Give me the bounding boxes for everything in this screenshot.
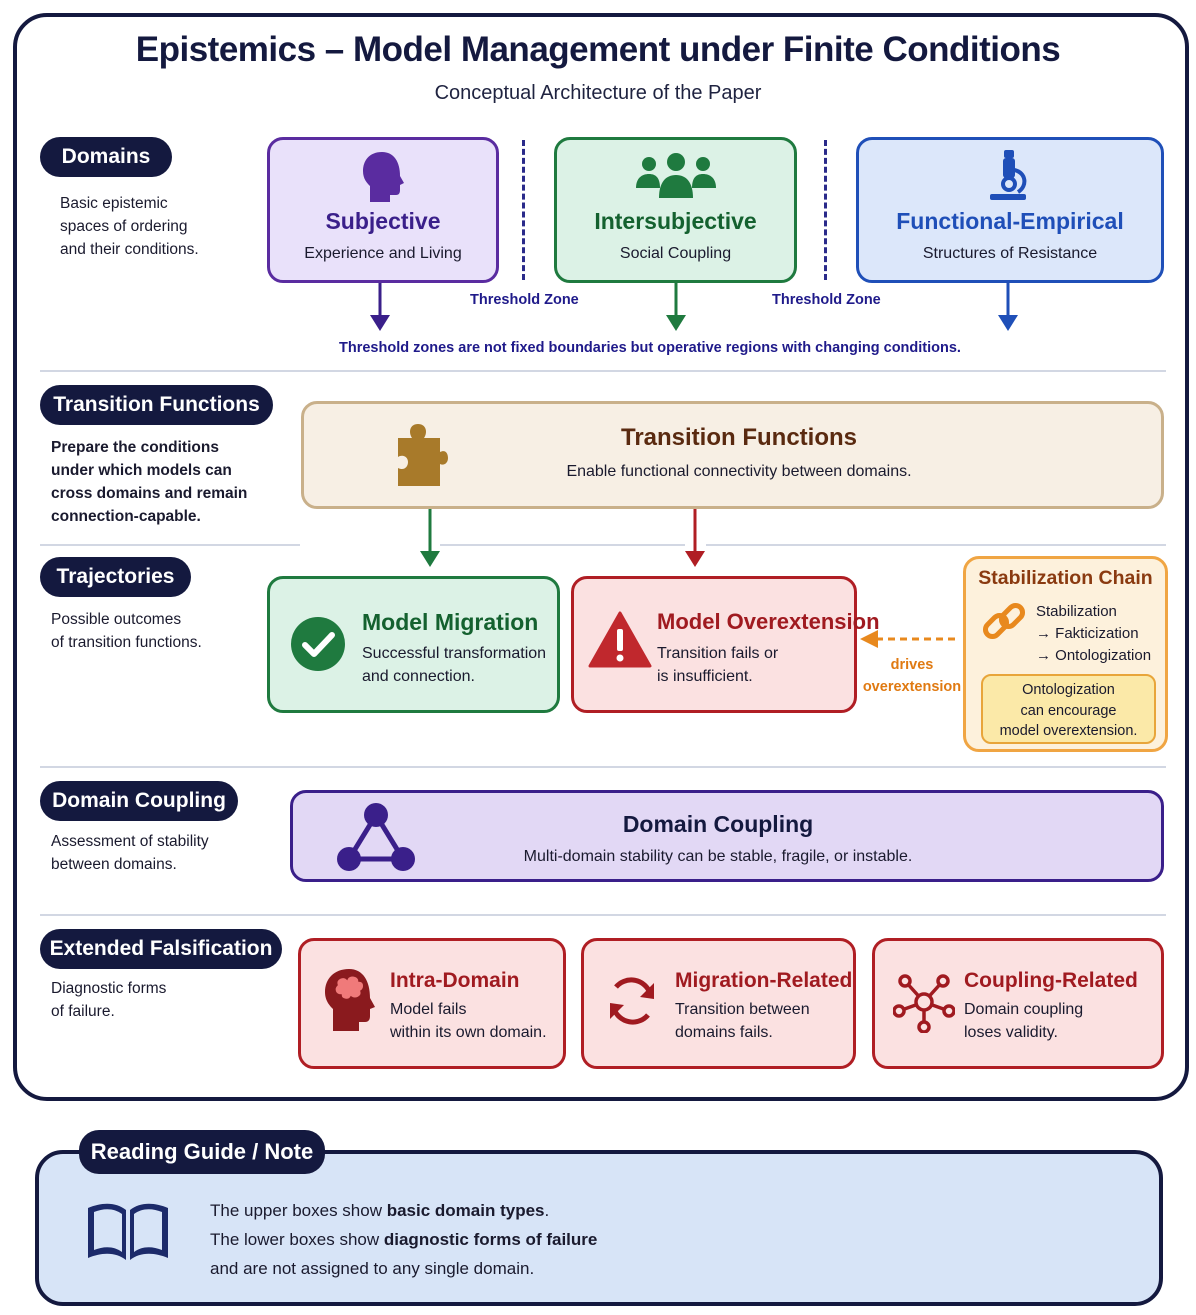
guide-line-2: The lower boxes show diagnostic forms of…	[210, 1230, 598, 1249]
failure-text-intra-domain: Model fails within its own domain.	[390, 1001, 547, 1041]
section-label-trajectories: Trajectories	[40, 557, 191, 597]
domain-title-subjective: Subjective	[325, 208, 441, 234]
section-desc-falsification: Diagnostic forms of failure.	[51, 980, 167, 1020]
domain-title-intersubjective: Intersubjective	[594, 208, 757, 234]
section-divider	[706, 544, 1166, 546]
coupling-title: Domain Coupling	[622, 811, 814, 837]
stabilization-note: Ontologization can encourage model overe…	[999, 682, 1138, 739]
failure-title-intra-domain: Intra-Domain	[390, 969, 520, 992]
hub-icon	[893, 974, 955, 1033]
section-label-transition: Transition Functions	[40, 385, 273, 425]
stabilization-chain-box: Stabilization Chain Stabilization → Fakt…	[963, 556, 1168, 752]
arrow-down-functional-empirical	[998, 283, 1018, 331]
threshold-zone-label-left: Threshold Zone	[470, 292, 579, 308]
transition-functions-box: Transition Functions Enable functional c…	[301, 401, 1164, 509]
coupling-text: Multi-domain stability can be stable, fr…	[523, 848, 913, 865]
section-label-domains: Domains	[40, 137, 172, 177]
page-title: Epistemics – Model Management under Fini…	[135, 30, 1061, 69]
section-label-coupling: Domain Coupling	[40, 781, 238, 821]
reading-guide-text: The upper boxes show basic domain types.…	[210, 1196, 597, 1283]
section-divider	[440, 544, 685, 546]
overextension-title: Model Overextension	[657, 609, 880, 634]
overextension-text: Transition fails or is insufficient.	[657, 645, 779, 685]
domain-text-intersubjective: Social Coupling	[619, 245, 732, 262]
reading-guide-box	[35, 1150, 1163, 1306]
head-icon	[363, 152, 404, 202]
section-divider	[40, 370, 1166, 372]
cycle-icon	[610, 977, 654, 1025]
puzzle-icon	[398, 424, 448, 486]
domain-box-subjective: Subjective Experience and Living	[267, 137, 499, 283]
transition-text: Enable functional connectivity between d…	[566, 463, 912, 480]
section-desc-domains: Basic epistemic spaces of ordering and t…	[60, 195, 199, 258]
microscope-icon	[990, 150, 1027, 200]
domain-box-intersubjective: Intersubjective Social Coupling	[554, 137, 797, 283]
link-icon	[982, 602, 1026, 640]
failure-title-coupling-related: Coupling-Related	[964, 969, 1138, 992]
stabilization-steps: Stabilization → Fakticization → Ontologi…	[1036, 603, 1152, 664]
threshold-zone-label-right: Threshold Zone	[772, 292, 881, 308]
failure-box-migration-related: Migration-Related Transition between dom…	[581, 938, 856, 1069]
network-triangle-icon	[337, 803, 415, 871]
arrow-down-intersubjective	[666, 283, 686, 331]
domain-text-subjective: Experience and Living	[304, 245, 462, 262]
domain-coupling-box: Domain Coupling Multi-domain stability c…	[290, 790, 1164, 882]
transition-title: Transition Functions	[620, 424, 857, 451]
threshold-divider-right	[824, 140, 827, 280]
section-desc-transition: Prepare the conditions under which model…	[51, 439, 248, 525]
failure-title-migration-related: Migration-Related	[675, 969, 853, 992]
arrow-down-to-overextension	[685, 509, 705, 567]
book-icon	[88, 1203, 168, 1260]
failure-box-coupling-related: Coupling-Related Domain coupling loses v…	[872, 938, 1164, 1069]
section-divider	[40, 914, 1166, 916]
threshold-divider-left	[522, 140, 525, 280]
failure-text-migration-related: Transition between domains fails.	[675, 1001, 810, 1041]
migration-text: Successful transformation and connection…	[362, 645, 547, 685]
reading-guide-label: Reading Guide / Note	[79, 1130, 325, 1174]
drives-label: drives overextension	[862, 657, 962, 695]
domain-box-functional-empirical: Functional-Empirical Structures of Resis…	[856, 137, 1164, 283]
section-divider	[40, 544, 300, 546]
warning-icon	[588, 611, 652, 668]
drives-arrow	[860, 630, 960, 648]
arrow-down-to-migration	[420, 509, 440, 567]
brain-head-icon	[325, 969, 375, 1031]
group-icon	[636, 153, 716, 198]
guide-line-1: The upper boxes show basic domain types.	[210, 1201, 550, 1220]
migration-title: Model Migration	[362, 609, 539, 635]
section-label-falsification: Extended Falsification	[40, 929, 282, 969]
section-desc-coupling: Assessment of stability between domains.	[51, 833, 209, 873]
section-divider	[40, 766, 1166, 768]
page-subtitle: Conceptual Architecture of the Paper	[434, 82, 762, 104]
failure-text-coupling-related: Domain coupling loses validity.	[964, 1001, 1084, 1041]
stabilization-note-box: Ontologization can encourage model overe…	[981, 674, 1156, 744]
domain-title-functional-empirical: Functional-Empirical	[896, 208, 1124, 234]
failure-box-intra-domain: Intra-Domain Model fails within its own …	[298, 938, 566, 1069]
arrow-down-subjective	[370, 283, 390, 331]
threshold-note: Threshold zones are not fixed boundaries…	[339, 340, 961, 356]
stabilization-title: Stabilization Chain	[978, 567, 1153, 589]
section-desc-trajectories: Possible outcomes of transition function…	[51, 611, 202, 651]
model-overextension-box: Model Overextension Transition fails or …	[571, 576, 880, 713]
guide-line-3: and are not assigned to any single domai…	[210, 1259, 535, 1278]
check-icon	[291, 617, 345, 671]
model-migration-box: Model Migration Successful transformatio…	[267, 576, 560, 713]
domain-text-functional-empirical: Structures of Resistance	[922, 245, 1098, 262]
